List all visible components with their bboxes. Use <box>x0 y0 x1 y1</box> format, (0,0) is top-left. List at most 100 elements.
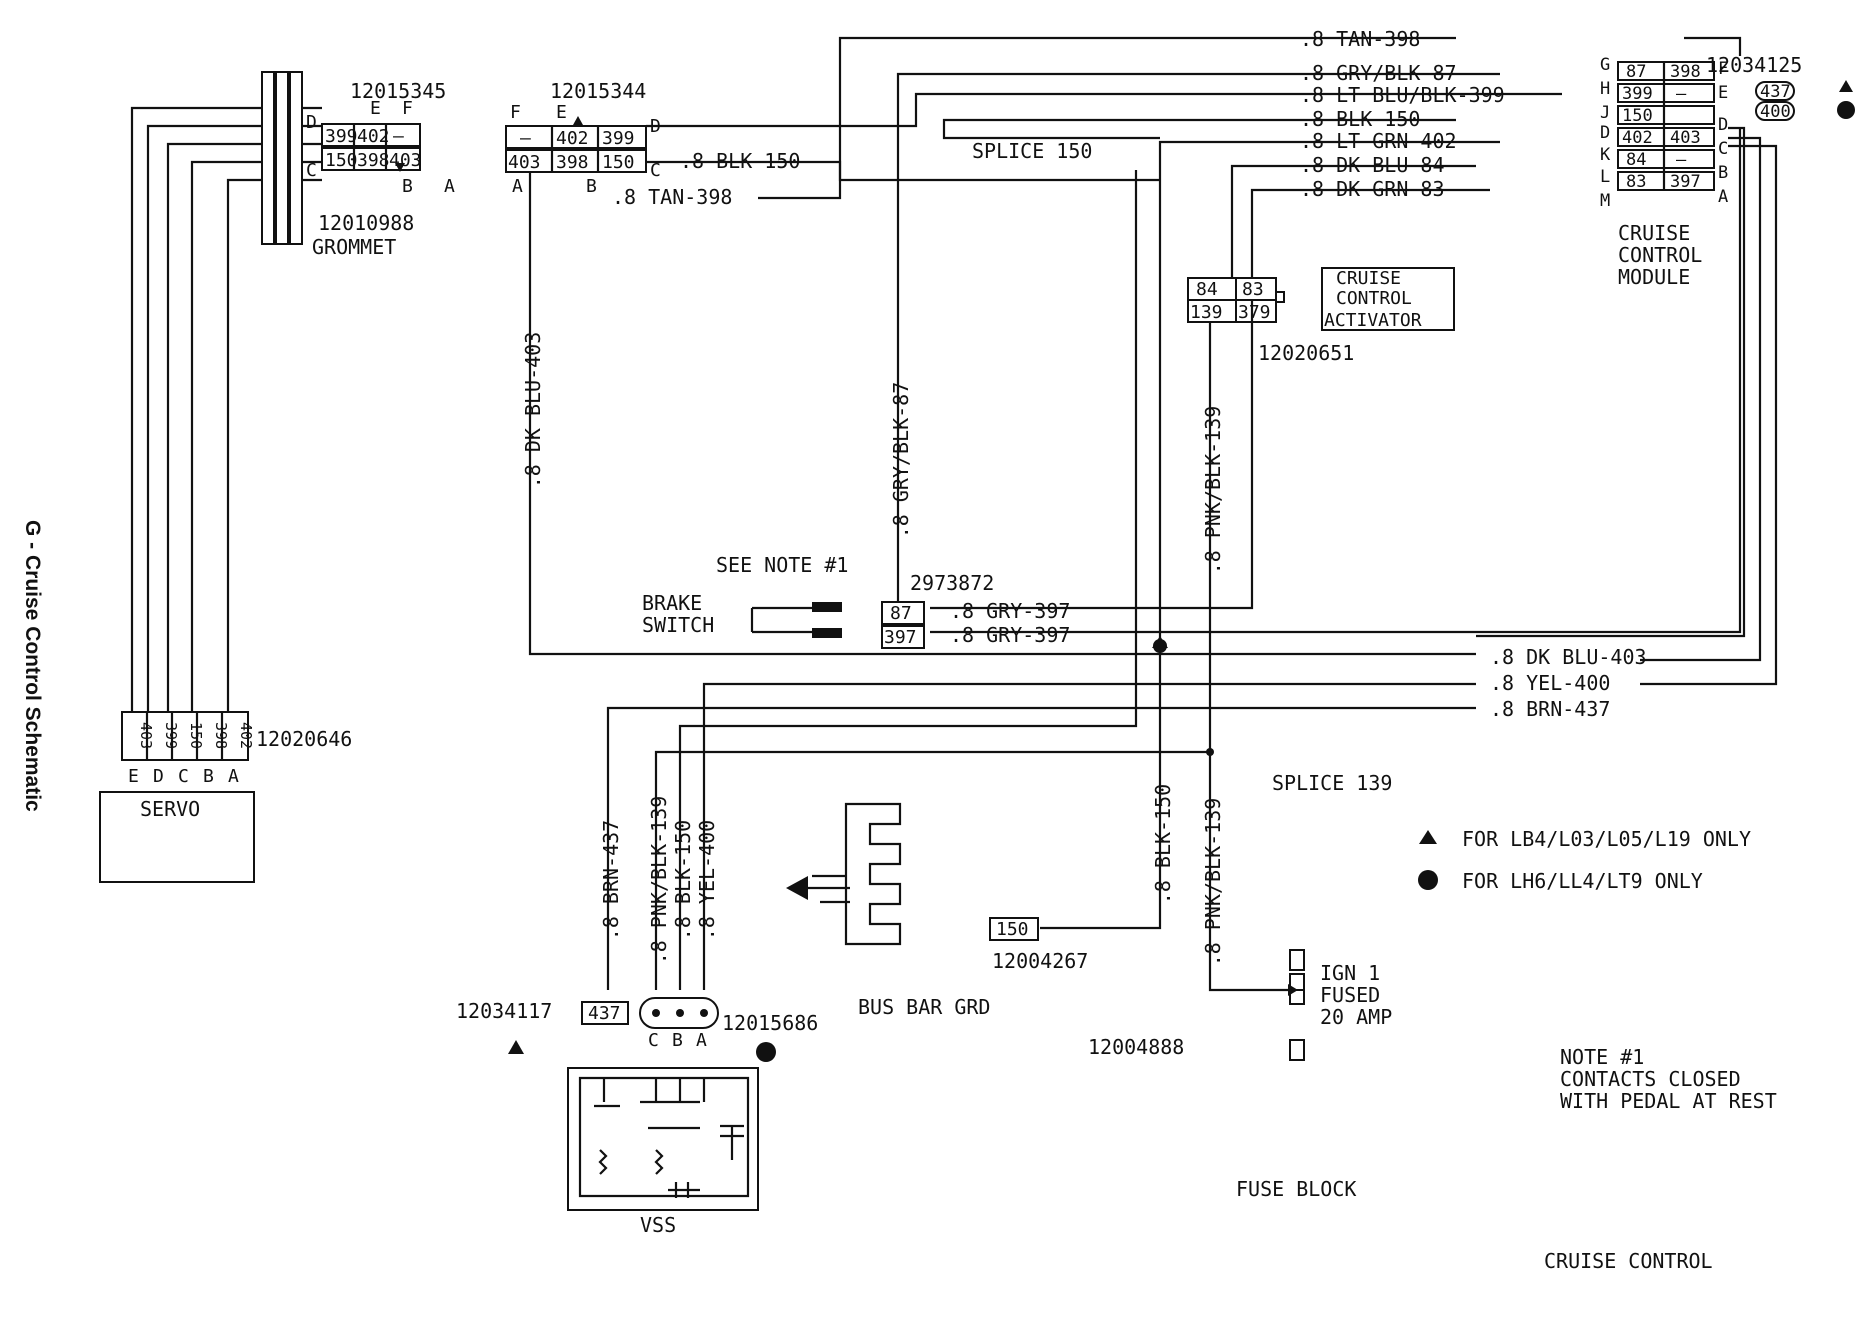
activator-label-3: ACTIVATOR <box>1324 310 1422 331</box>
ign-label-1: IGN 1 <box>1320 961 1380 985</box>
wire-gry-397-a: .8 GRY-397 <box>950 599 1070 623</box>
wire-blk-150: .8 BLK-150 <box>1300 107 1420 131</box>
connector-12015345 <box>321 123 421 171</box>
wire-blk-150-conn: .8 BLK-150 <box>680 149 800 173</box>
module-letter-k: K <box>1600 145 1611 165</box>
vss-pin-437: 437 <box>588 1003 621 1024</box>
pin-150: 150 <box>602 152 635 173</box>
bus-pin-150: 150 <box>996 919 1029 940</box>
servo-connector <box>121 711 249 761</box>
grommet-label: GROMMET <box>312 235 396 259</box>
servo-pin-403: 403 <box>137 722 155 749</box>
part-12010988: 12010988 <box>318 211 414 235</box>
part-12015345: 12015345 <box>350 79 446 103</box>
bus-bar-ground-icon <box>786 802 902 946</box>
module-letter-e: E <box>1718 83 1728 103</box>
activator-pin-83: 83 <box>1242 279 1264 300</box>
servo-letter-c: C <box>178 766 189 787</box>
fuse-block-terminals <box>1288 949 1305 1061</box>
side-title: G - Cruise Control Schematic <box>21 520 44 812</box>
pin-403: 403 <box>389 150 422 171</box>
pin-398: 398 <box>357 150 390 171</box>
wire-dk-blu-403: .8 DK BLU-403 <box>1490 645 1647 669</box>
part-12004267: 12004267 <box>992 949 1088 973</box>
pin-letter-d: D <box>306 112 317 133</box>
pin-letter-b: B <box>586 176 597 197</box>
module-letter-h: H <box>1600 79 1610 99</box>
brake-switch <box>750 602 842 638</box>
triangle-icon <box>508 1040 524 1054</box>
module-letter-g: G <box>1600 55 1610 75</box>
pin-402: 402 <box>357 126 390 147</box>
wire-lt-blu-blk-399: .8 LT BLU/BLK-399 <box>1300 83 1505 107</box>
module-extra-pins <box>1755 80 1855 121</box>
module-return-wires <box>1640 126 1778 686</box>
module-letter-d: D <box>1600 123 1610 143</box>
module-letter-f: F <box>1718 59 1728 79</box>
dot-icon <box>756 1042 776 1062</box>
wire-lt-grn-402: .8 LT GRN-402 <box>1300 129 1457 153</box>
pin-letter-e: E <box>370 98 381 119</box>
part-12034125: 12034125 <box>1706 53 1802 77</box>
activator-box <box>1321 267 1455 331</box>
module-letter-c: C <box>1718 139 1728 159</box>
pin-403: 403 <box>508 152 541 173</box>
wire-blk-150-vert: .8 BLK-150 <box>1151 784 1175 904</box>
wire-gry-397-b: .8 GRY-397 <box>950 623 1070 647</box>
vss-letter-b: B <box>672 1030 683 1051</box>
vss-connector-437 <box>581 1001 629 1025</box>
wire-vss-pnk-blk-139: .8 PNK/BLK-139 <box>647 796 671 965</box>
wire-dk-blu-403-vert: .8 DK BLU-403 <box>521 332 545 489</box>
brake-switch-label-1: BRAKE <box>642 591 702 615</box>
servo-letter-b: B <box>203 766 214 787</box>
pin-letter-a: A <box>444 176 455 197</box>
bus-bar-label: BUS BAR GRD <box>858 995 990 1019</box>
pin-letter-b: B <box>402 176 413 197</box>
vertical-wires <box>528 128 1742 992</box>
legend-triangle-icon <box>1419 830 1437 844</box>
splice-139-label: SPLICE 139 <box>1272 771 1392 795</box>
module-letter-a: A <box>1718 187 1728 207</box>
part-12015686: 12015686 <box>722 1011 818 1035</box>
servo-letter-e: E <box>128 766 139 787</box>
module-pin-399: 399 <box>1622 84 1653 104</box>
pin-399: 399 <box>602 128 635 149</box>
wire-pnk-blk-139-act: .8 PNK/BLK-139 <box>1201 406 1225 575</box>
pin-letter-a: A <box>512 176 523 197</box>
vss-box <box>567 1067 759 1211</box>
pin-empty: — <box>393 126 404 147</box>
wire-tan-398: .8 TAN-398 <box>1300 27 1420 51</box>
pin-empty: — <box>520 128 531 149</box>
pin-150: 150 <box>325 150 358 171</box>
vss-letter-c: C <box>648 1030 659 1051</box>
activator-pin-139: 139 <box>1190 302 1223 323</box>
pin-letter-e: E <box>556 102 567 123</box>
servo-pin-399: 399 <box>162 722 180 749</box>
top-harness-wires <box>646 36 1742 654</box>
wire-yel-400: .8 YEL-400 <box>1490 671 1610 695</box>
wire-vss-brn-437: .8 BRN-437 <box>599 820 623 940</box>
servo-pin-150: 150 <box>187 722 205 749</box>
servo-letter-d: D <box>153 766 164 787</box>
module-pin-84: 84 <box>1626 150 1646 170</box>
wire-gry-blk-87: .8 GRY/BLK-87 <box>1300 61 1457 85</box>
wire-dk-grn-83: .8 DK GRN-83 <box>1300 177 1445 201</box>
module-pin-400: 400 <box>1760 102 1791 122</box>
connector-12015344 <box>395 116 647 173</box>
pin-letter-f: F <box>402 98 413 119</box>
part-12004888: 12004888 <box>1088 1035 1184 1059</box>
wire-pnk-blk-139-vert: .8 PNK/BLK-139 <box>1201 798 1225 967</box>
grommet <box>261 71 303 245</box>
module-letter-j: J <box>1600 103 1610 123</box>
pin-letter-c: C <box>306 160 317 181</box>
module-pin-87: 87 <box>1626 62 1646 82</box>
pin-399: 399 <box>325 126 358 147</box>
see-note-1: SEE NOTE #1 <box>716 553 848 577</box>
note-line-2: WITH PEDAL AT REST <box>1560 1089 1777 1113</box>
servo-box <box>99 791 255 883</box>
wire-tan-398-conn: .8 TAN-398 <box>612 185 732 209</box>
part-12020651: 12020651 <box>1258 341 1354 365</box>
part-12015344: 12015344 <box>550 79 646 103</box>
pin-letter-c: C <box>650 160 661 181</box>
